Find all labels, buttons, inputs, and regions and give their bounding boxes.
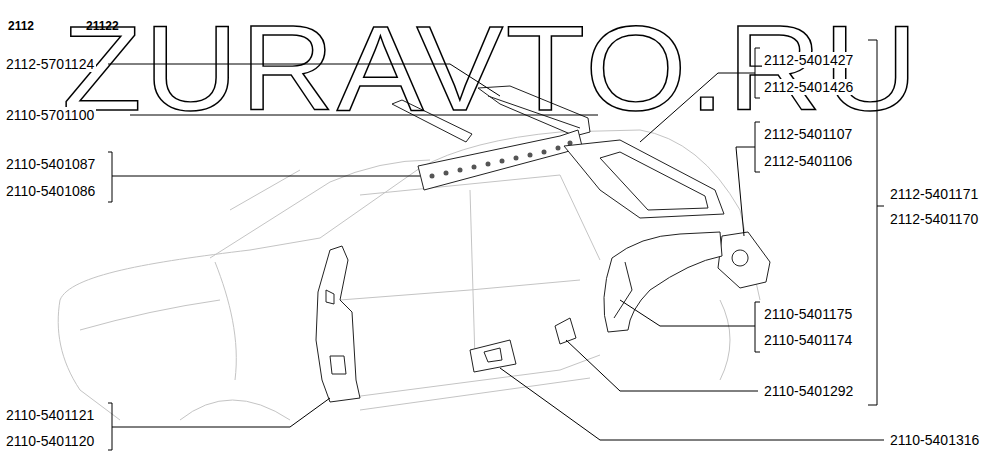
model-code: 2112: [6, 18, 36, 34]
part-number: 2112-5401170: [888, 211, 980, 227]
part-number: 2110-5701100: [4, 107, 96, 123]
body-parts: [316, 86, 770, 402]
part-number: 2110-5401121: [4, 407, 96, 423]
part-number: 2112-5401107: [762, 126, 854, 142]
part-number: 2110-5401120: [4, 433, 96, 449]
part-number: 2110-5401292: [762, 383, 855, 399]
part-number: 2110-5401174: [762, 332, 854, 348]
part-number: 2110-5401087: [4, 156, 97, 172]
part-number: 2110-5401086: [4, 183, 97, 199]
part-number: 2110-5401175: [762, 306, 854, 322]
part-number: 2112-5401106: [762, 153, 854, 169]
part-number: 2110-5401316: [888, 432, 981, 448]
part-number: 2112-5401426: [762, 79, 855, 95]
part-number: 2112-5701124: [4, 56, 96, 72]
watermark: ZURAVTO.RU: [62, 8, 920, 128]
part-number: 2112-5401427: [762, 52, 855, 68]
part-number: 2112-5401171: [888, 186, 980, 202]
car-outline: [58, 130, 760, 420]
